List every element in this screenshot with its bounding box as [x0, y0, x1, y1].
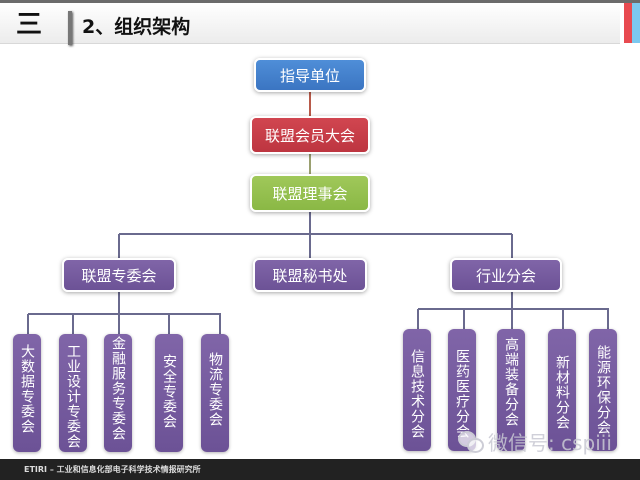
top-border: [0, 0, 640, 3]
node-committee[interactable]: 大数据专委会: [13, 334, 41, 452]
node-guiding-unit[interactable]: 指导单位: [254, 58, 366, 92]
node-label: 工业设计专委会: [65, 344, 81, 449]
node-committee[interactable]: 物流专委会: [201, 334, 229, 452]
node-branch[interactable]: 高端装备分会: [497, 329, 525, 451]
node-label: 能源环保分会: [595, 345, 611, 435]
node-label: 联盟会员大会: [264, 126, 355, 145]
wechat-watermark: 微信号: cspiii: [458, 427, 612, 456]
slide-title: 2、组织架构: [82, 16, 191, 38]
node-label: 物流专委会: [207, 352, 223, 427]
node-special-committees[interactable]: 联盟专委会: [62, 258, 176, 292]
watermark-text: 微信号: cspiii: [488, 431, 612, 455]
node-label: 信息技术分会: [409, 349, 425, 439]
node-label: 大数据专委会: [19, 344, 35, 434]
node-branch[interactable]: 能源环保分会: [589, 329, 617, 451]
node-label: 指导单位: [279, 66, 340, 85]
node-secretariat[interactable]: 联盟秘书处: [253, 258, 367, 292]
node-member-assembly[interactable]: 联盟会员大会: [250, 116, 370, 154]
node-committee[interactable]: 金融服务专委会: [104, 334, 132, 452]
header-separator: [68, 11, 72, 45]
accent-stripe-blue: [632, 3, 640, 43]
node-label: 行业分会: [475, 266, 536, 285]
node-label: 金融服务专委会: [110, 336, 126, 441]
node-label: 新材料分会: [554, 355, 570, 430]
node-industry-branches[interactable]: 行业分会: [450, 258, 562, 292]
node-label: 高端装备分会: [503, 337, 519, 427]
node-label: 安全专委会: [161, 354, 177, 429]
node-label: 联盟专委会: [81, 266, 157, 285]
node-label: 联盟秘书处: [272, 266, 348, 285]
node-label: 联盟理事会: [272, 184, 348, 203]
menu-icon[interactable]: 三: [16, 10, 43, 40]
node-label: 医药医疗分会: [454, 349, 470, 439]
node-committee[interactable]: 安全专委会: [155, 334, 183, 452]
accent-stripe-red: [624, 3, 632, 43]
slide-header: 三 2、组织架构: [0, 3, 620, 45]
slide-footer: ETIRI – 工业和信息化部电子科学技术情报研究所: [0, 459, 640, 480]
node-branch[interactable]: 新材料分会: [548, 329, 576, 451]
node-branch[interactable]: 医药医疗分会: [448, 329, 476, 451]
node-council[interactable]: 联盟理事会: [250, 174, 370, 212]
node-branch[interactable]: 信息技术分会: [403, 329, 431, 451]
node-committee[interactable]: 工业设计专委会: [59, 334, 87, 452]
wechat-icon: [458, 430, 484, 453]
footer-text: ETIRI – 工业和信息化部电子科学技术情报研究所: [24, 465, 201, 474]
